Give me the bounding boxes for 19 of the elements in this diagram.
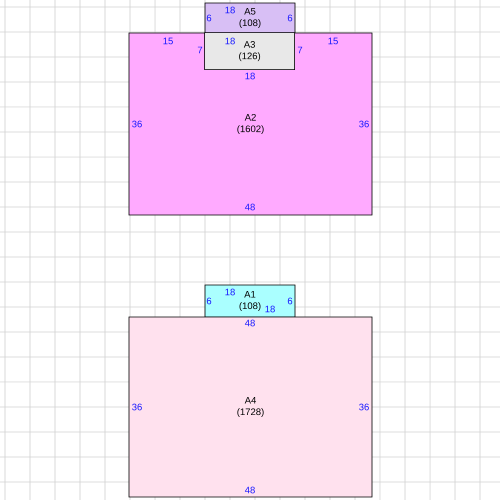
dimension-label: 15 (328, 38, 338, 44)
dimension-label: 18 (225, 6, 235, 14)
dimension-label: 48 (244, 486, 255, 494)
dimension-label: 36 (132, 404, 142, 410)
dimension-label: 6 (206, 298, 212, 304)
dimension-label: 6 (206, 14, 212, 22)
dimension-label: 6 (288, 14, 292, 22)
dimension-label: 36 (359, 120, 369, 128)
dimension-label: 18 (225, 288, 235, 296)
dimension-label: 6 (288, 298, 292, 304)
dimension-label: 36 (359, 404, 369, 410)
dimension-label: 18 (265, 306, 275, 312)
dimension-label: 7 (198, 46, 202, 54)
dimension-label: 36 (132, 120, 142, 128)
dimension-label: 18 (225, 38, 235, 44)
dimension-label: 48 (244, 204, 255, 210)
dimension-label: 15 (163, 38, 173, 44)
dimension-label: 7 (298, 46, 302, 54)
dimension-label: 48 (244, 320, 255, 326)
